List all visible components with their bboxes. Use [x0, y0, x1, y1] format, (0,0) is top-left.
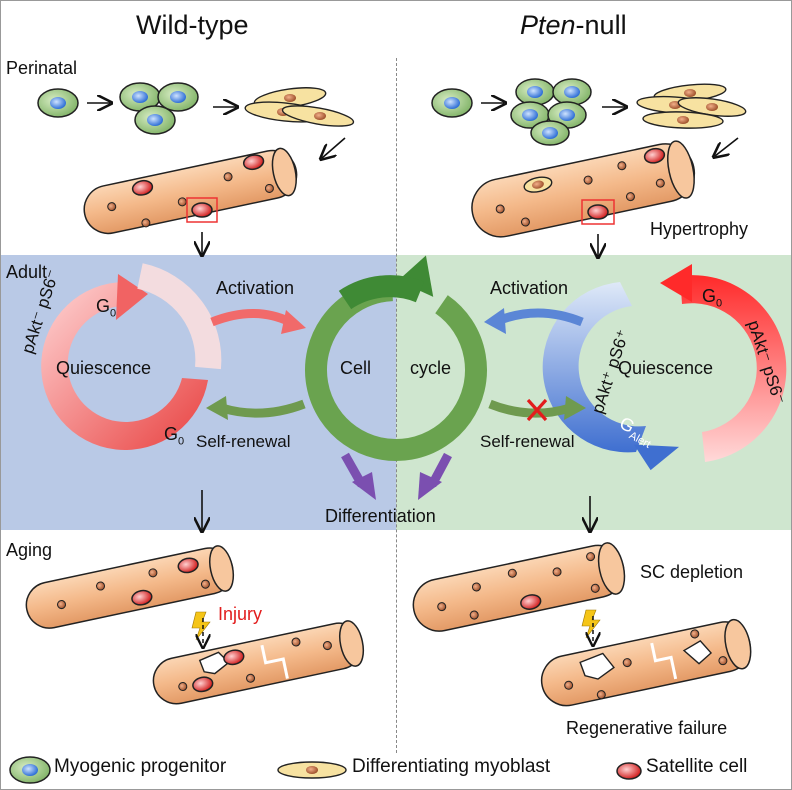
- pn-perinatal-fiber: [471, 140, 696, 238]
- stage-aging: Aging: [6, 540, 53, 560]
- pten-null-header: Pten-null: [520, 10, 627, 41]
- wt-perinatal-fiber: [83, 147, 298, 235]
- label-activation-pn: Activation: [490, 278, 569, 298]
- label-regenerative-failure: Regenerative failure: [566, 718, 728, 738]
- label-injury: Injury: [218, 604, 263, 624]
- pn-perinatal-progression: [431, 78, 747, 156]
- label-quiescence-wt: Quiescence: [56, 358, 152, 378]
- pn-aging-fiber: [412, 542, 626, 632]
- wt-injury-bolt: [191, 611, 211, 646]
- wt-aging-fiber: [25, 545, 235, 629]
- label-self-renewal-wt: Self-renewal: [196, 432, 291, 451]
- stage-adult: Adult: [6, 262, 48, 282]
- label-cell: Cell: [340, 358, 372, 378]
- g0-letter: G: [96, 296, 111, 316]
- wt-perinatal-progression: [37, 82, 355, 158]
- g0-letter: G: [702, 286, 717, 306]
- stage-perinatal: Perinatal: [6, 58, 78, 78]
- cell-cycle-ring: [305, 255, 487, 461]
- label-cycle: cycle: [410, 358, 452, 378]
- differentiation-arrows: [341, 452, 452, 500]
- label-quiescence-pn: Quiescence: [618, 358, 714, 378]
- label-self-renewal-pn: Self-renewal: [480, 432, 575, 451]
- wt-highlight-box: [186, 197, 218, 223]
- legend-satellite-label: Satellite cell: [646, 756, 748, 777]
- pn-activation-arrow: [484, 308, 584, 334]
- pn-injured-fiber: [540, 618, 752, 707]
- pten-null-suffix: -null: [575, 10, 627, 40]
- label-hypertrophy: Hypertrophy: [650, 219, 749, 239]
- g0-letter: G: [164, 424, 179, 444]
- center-divider: [396, 58, 397, 753]
- pn-injury-bolt: [581, 609, 601, 644]
- g0-subscript: 0: [178, 435, 185, 448]
- label-g0-wt-bottom: G0: [164, 424, 184, 448]
- pn-highlight-box: [581, 199, 615, 225]
- g0-subscript: 0: [716, 297, 723, 310]
- label-activation-wt: Activation: [216, 278, 295, 298]
- legend-myogenic-icon: [9, 756, 51, 784]
- legend-myogenic-label: Myogenic progenitor: [54, 756, 227, 777]
- legend-satellite-icon: [616, 762, 642, 780]
- g0-subscript: 0: [110, 307, 117, 320]
- wt-quiescence-ring: [41, 263, 222, 450]
- pn-self-renewal-arrow: [488, 396, 586, 422]
- pten-gene-name: Pten: [520, 10, 576, 40]
- wt-injured-fiber: [152, 620, 365, 705]
- legend-myoblast-label: Differentiating myoblast: [352, 756, 551, 777]
- label-g0-pn: G0: [702, 286, 722, 310]
- wt-activation-arrow: [210, 309, 306, 334]
- label-differentiation: Differentiation: [325, 506, 436, 526]
- label-g0-wt-top: G0: [96, 296, 116, 320]
- legend-myoblast-icon: [277, 761, 347, 779]
- label-sc-depletion: SC depletion: [640, 562, 744, 582]
- wt-self-renewal-arrow: [206, 396, 306, 420]
- wild-type-header: Wild-type: [136, 10, 249, 40]
